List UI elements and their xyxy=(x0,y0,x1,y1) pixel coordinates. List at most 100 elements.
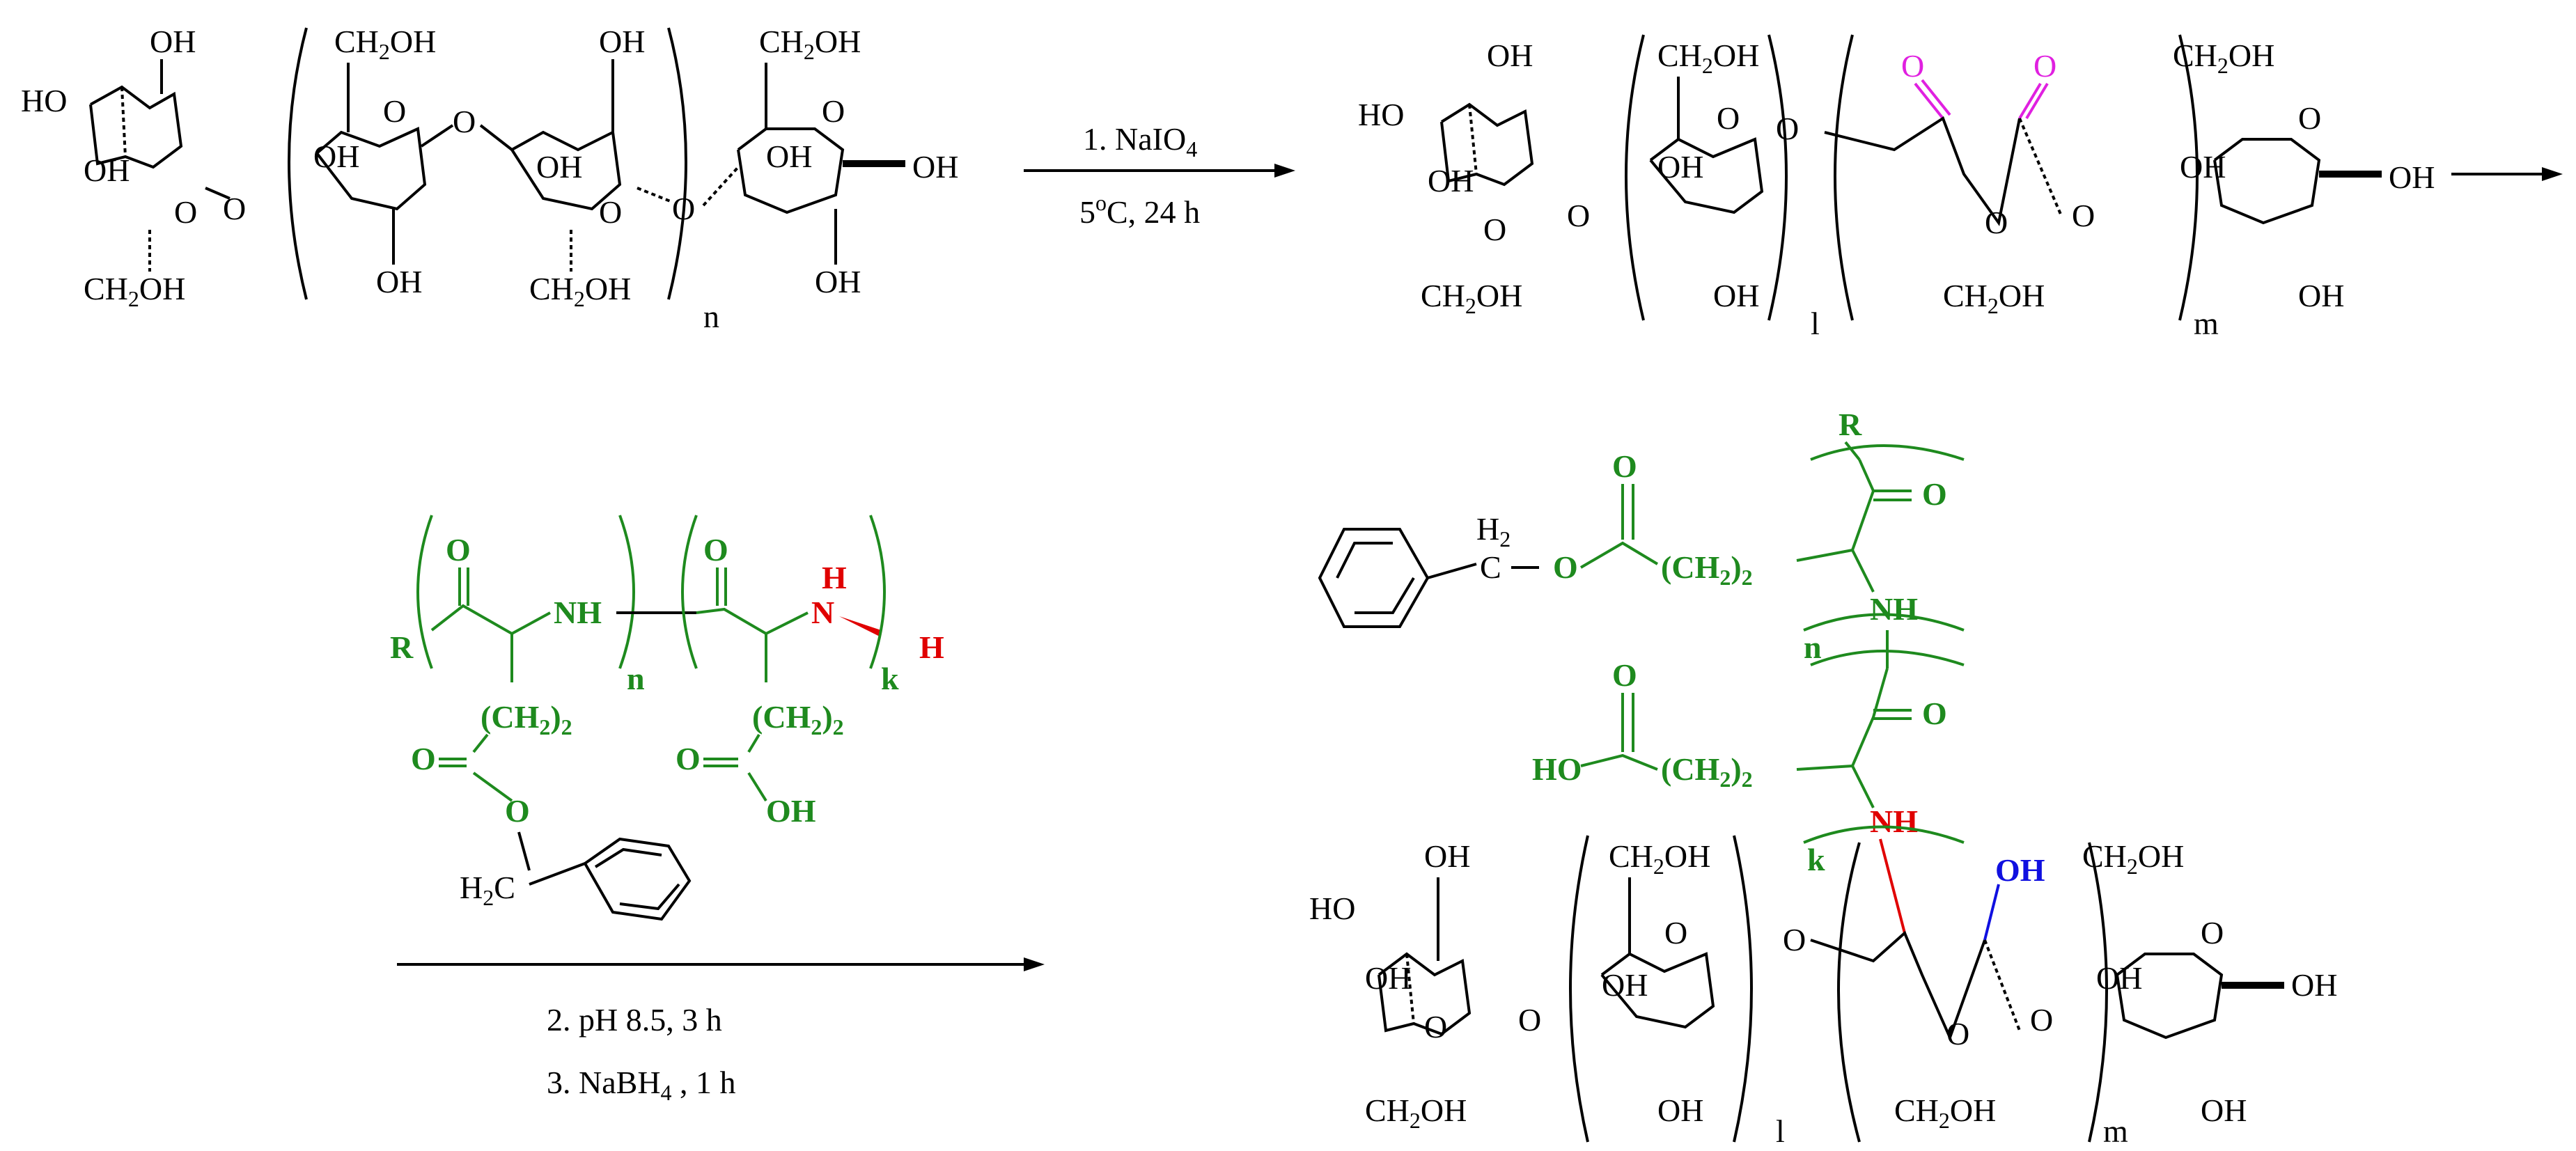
o-label: O xyxy=(1664,915,1687,950)
repeat-k-label: k xyxy=(1807,842,1825,877)
hydroxyl-label: OH xyxy=(1995,852,2045,888)
oh-label: OH xyxy=(1657,149,1703,185)
oh-label: OH xyxy=(2298,278,2344,313)
oh-label: OH xyxy=(1424,838,1470,874)
ch2oh-label: CH2OH xyxy=(334,24,436,64)
acid-oh-label: HO xyxy=(1532,751,1582,787)
oh-label: OH xyxy=(2389,159,2435,195)
acid-oh-label: OH xyxy=(766,793,816,829)
aldehyde-o-label: O xyxy=(2034,48,2056,84)
o-label: O xyxy=(672,191,695,226)
oh-label: OH xyxy=(815,264,861,299)
oh-label: OH xyxy=(1487,38,1533,73)
amine-nh-label: NH xyxy=(1870,804,1918,839)
poly-benzyl-glutamate-reagent: R O NH (CH2)2 O O H2C n O H N H (CH2)2 xyxy=(390,515,944,921)
ch2oh-label: CH2OH xyxy=(1421,278,1522,318)
ester-o-label: O xyxy=(1553,549,1578,585)
o-label: O xyxy=(1424,1009,1447,1044)
oh-label: OH xyxy=(313,139,359,174)
nh-label: NH xyxy=(554,595,602,630)
ester-o-label: O xyxy=(411,741,436,776)
oh-label: OH xyxy=(1657,1093,1703,1128)
ho-label: HO xyxy=(21,83,67,118)
carbonyl-o-label: O xyxy=(1612,448,1637,484)
ch2oh-label: CH2OH xyxy=(1894,1093,1996,1133)
oh-label: OH xyxy=(912,149,958,185)
o-label: O xyxy=(1518,1002,1541,1038)
oh-label: OH xyxy=(536,149,582,185)
continuation-arrow xyxy=(2451,167,2563,181)
ch2-chain-label: (CH2)2 xyxy=(1661,751,1753,792)
benzyl-ch2-label: H2 xyxy=(1476,511,1511,551)
starting-polysaccharide: OH HO OH O CH2OH O n CH2OH O OH OH O OH … xyxy=(21,24,958,334)
aldehyde-o-label: O xyxy=(1901,48,1924,84)
repeat-l-label: l xyxy=(1811,306,1820,341)
ch2oh-label: CH2OH xyxy=(529,271,631,311)
step1-reagent: 1. NaIO4 xyxy=(1083,121,1197,162)
o-label: O xyxy=(2201,915,2224,950)
repeat-n-label: n xyxy=(1804,629,1822,665)
ch2-chain-label: (CH2)2 xyxy=(752,699,844,739)
oh-label: OH xyxy=(1365,960,1411,996)
oh-label: OH xyxy=(1602,967,1648,1003)
ch2oh-label: CH2OH xyxy=(1365,1093,1467,1133)
o-label: O xyxy=(1717,100,1740,136)
oh-label: OH xyxy=(1713,278,1759,313)
o-label: O xyxy=(1567,198,1590,233)
ester-o-label: O xyxy=(505,793,530,829)
o-label: O xyxy=(2072,198,2095,233)
o-label: O xyxy=(1776,111,1799,146)
nh-label: NH xyxy=(1870,591,1918,627)
grafted-product: H2 C O O (CH2)2 R O NH n O O HO (CH2)2 N… xyxy=(1309,407,2337,1149)
r-group-label: R xyxy=(1839,407,1862,442)
oh-label: OH xyxy=(2201,1093,2247,1128)
amine-h-label: H xyxy=(919,629,944,665)
carbonyl-o-label: O xyxy=(1922,696,1947,731)
oh-label: OH xyxy=(2096,960,2142,996)
ch2oh-label: CH2OH xyxy=(1609,838,1710,879)
benzyl-ch2-label: H2C xyxy=(460,870,515,910)
step1-arrow: 1. NaIO4 5oC, 24 h xyxy=(1024,121,1295,230)
oh-label: OH xyxy=(84,152,130,188)
carbonyl-o-label: O xyxy=(1922,476,1947,512)
r-group-label: R xyxy=(390,629,414,665)
ch2oh-label: CH2OH xyxy=(2173,38,2274,78)
o-label: O xyxy=(174,194,197,230)
amine-h-label: H xyxy=(822,560,847,595)
repeat-m-label: m xyxy=(2194,306,2219,341)
oh-label: OH xyxy=(150,24,196,59)
repeat-m-label: m xyxy=(2103,1113,2128,1149)
repeat-k-label: k xyxy=(881,661,899,696)
step2-conditions: 2. pH 8.5, 3 h xyxy=(547,1002,722,1038)
benzyl-c-label: C xyxy=(1480,549,1501,585)
ho-label: HO xyxy=(1358,97,1404,132)
oh-label: OH xyxy=(2291,967,2337,1003)
step3-conditions: 3. NaBH4 , 1 h xyxy=(547,1065,736,1105)
o-label: O xyxy=(383,93,406,129)
amine-n-label: N xyxy=(811,595,834,630)
oh-label: OH xyxy=(376,264,422,299)
step1-conditions: 5oC, 24 h xyxy=(1079,190,1200,230)
oh-label: OH xyxy=(2180,149,2226,185)
o-label: O xyxy=(1483,212,1506,247)
acid-o-label: O xyxy=(1612,657,1637,693)
ch2-chain-label: (CH2)2 xyxy=(481,699,572,739)
ch2oh-label: CH2OH xyxy=(1943,278,2045,318)
ch2-chain-label: (CH2)2 xyxy=(1661,549,1753,590)
step2-arrow: 2. pH 8.5, 3 h 3. NaBH4 , 1 h xyxy=(397,957,1045,1105)
o-label: O xyxy=(1946,1016,1969,1051)
o-label: O xyxy=(1783,922,1806,957)
ch2oh-label: CH2OH xyxy=(84,271,185,311)
o-label: O xyxy=(2030,1002,2053,1038)
acid-o-label: O xyxy=(676,741,701,776)
carbonyl-o-label: O xyxy=(703,532,728,567)
oxidized-polysaccharide: OH HO OH O CH2OH O l CH2OH O OH OH O m O… xyxy=(1358,34,2435,341)
ho-label: HO xyxy=(1309,891,1355,926)
o-label: O xyxy=(599,194,622,230)
ch2oh-label: CH2OH xyxy=(2082,838,2184,879)
repeat-l-label: l xyxy=(1776,1113,1785,1149)
oh-label: OH xyxy=(766,139,812,174)
ch2oh-label: CH2OH xyxy=(759,24,861,64)
ch2oh-label: CH2OH xyxy=(1657,38,1759,78)
